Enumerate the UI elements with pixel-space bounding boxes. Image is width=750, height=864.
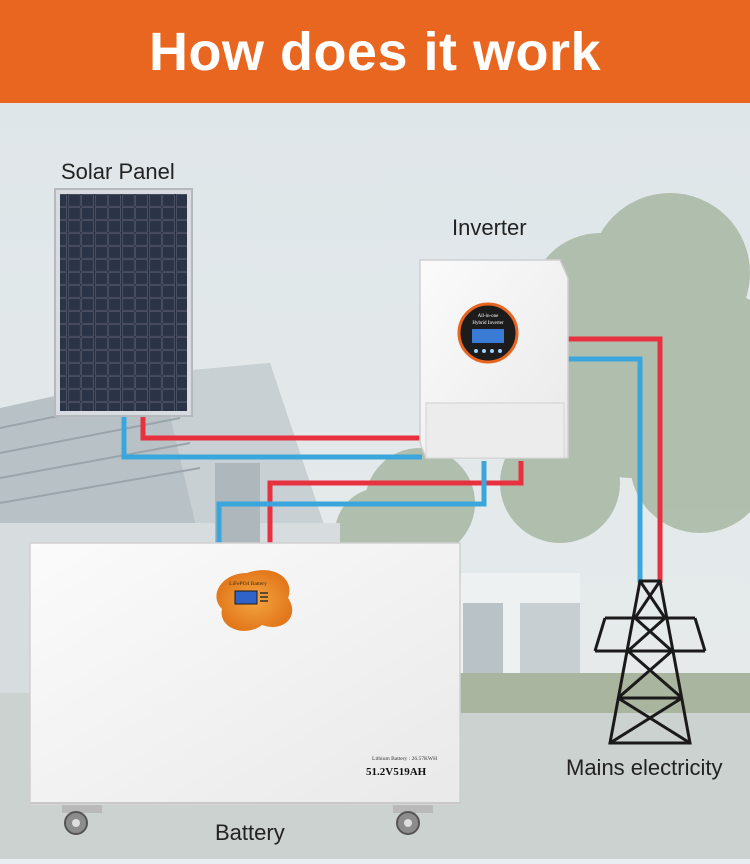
battery-icon: LiFePO4 Battery Lithium Battery : 26.57K… — [29, 542, 461, 835]
solar-panel-label: Solar Panel — [61, 159, 175, 184]
inverter-display-line2: Hybrid Inverter — [472, 321, 504, 326]
mains-positive-wire — [562, 336, 663, 583]
page-title: How does it work — [148, 21, 602, 82]
solar-negative-wire — [121, 415, 422, 460]
battery-spec-line: Lithium Battery : 26.57KWH — [372, 756, 437, 762]
mains-electricity-label: Mains electricity — [566, 755, 723, 780]
battery-badge-label: LiFePO4 Battery — [229, 581, 267, 587]
battery-positive-wire — [267, 461, 524, 543]
battery-wheels — [62, 805, 433, 835]
battery-rating: 51.2V519AH — [366, 766, 427, 778]
battery-label: Battery — [215, 820, 285, 845]
battery-negative-wire — [216, 461, 487, 543]
battery-badge: LiFePO4 Battery — [216, 570, 293, 631]
inverter-display-line1: All-in-one — [478, 314, 500, 319]
diagram-canvas: All-in-one Hybrid Inverter — [0, 103, 750, 859]
mains-negative-wire — [562, 356, 643, 583]
title-banner: How does it work — [0, 0, 750, 103]
diagram-scene: All-in-one Hybrid Inverter — [0, 103, 750, 859]
solar-positive-wire — [140, 415, 422, 441]
wiring — [121, 336, 663, 583]
solar-panel-icon — [54, 188, 193, 417]
inverter-icon: All-in-one Hybrid Inverter — [419, 259, 569, 459]
transmission-tower-icon — [593, 579, 707, 745]
inverter-label: Inverter — [452, 215, 527, 240]
